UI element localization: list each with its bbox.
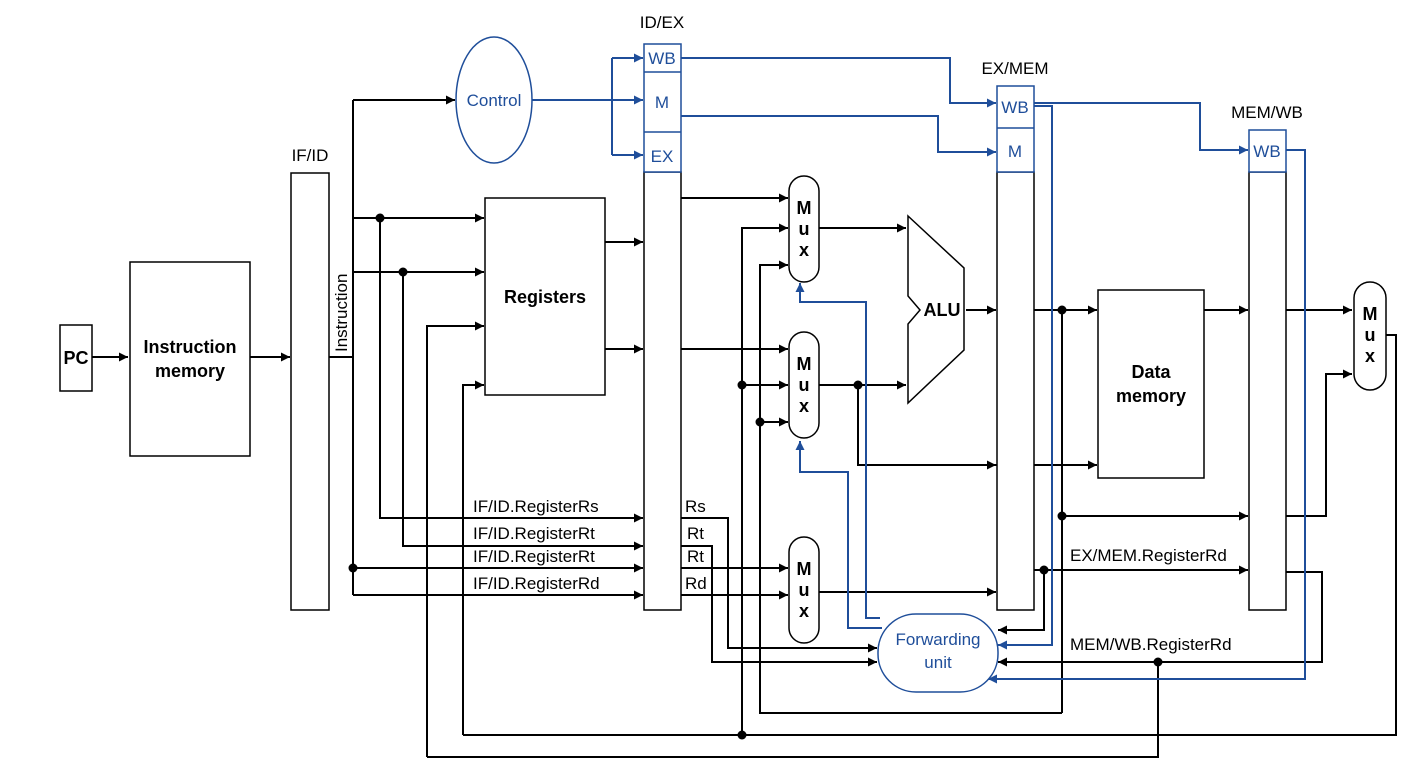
forwarding-unit-label-1: Forwarding <box>895 630 980 649</box>
control-unit <box>455 36 533 164</box>
ex-mem-label: EX/MEM <box>981 59 1048 78</box>
pc-label: PC <box>63 348 88 368</box>
data-memory-box <box>1097 289 1205 479</box>
svg-text:x: x <box>799 601 809 621</box>
instruction-memory-label-1: Instruction <box>144 337 237 357</box>
mem-wb-control-fields <box>1248 129 1287 173</box>
alu-label: ALU <box>924 300 961 320</box>
mux-wb-label: M u x <box>1363 304 1378 366</box>
if-id-register-rs-label: IF/ID.RegisterRs <box>473 497 599 516</box>
mux-rd <box>788 536 820 644</box>
mux-rd-label: M u x <box>797 559 812 621</box>
control-wires <box>532 53 1306 684</box>
mem-wb-register <box>1248 171 1287 611</box>
forwarding-unit-label-2: unit <box>924 653 952 672</box>
svg-text:u: u <box>799 580 810 600</box>
if-id-register-rt-label-2: IF/ID.RegisterRt <box>473 547 595 566</box>
if-id-register-rt-label-1: IF/ID.RegisterRt <box>473 524 595 543</box>
forwarding-unit <box>877 613 999 693</box>
ex-mem-register-rd-label: EX/MEM.RegisterRd <box>1070 546 1227 565</box>
id-ex-control-fields <box>643 43 682 173</box>
id-ex-wb-field: WB <box>648 49 675 68</box>
if-id-register-rd-label: IF/ID.RegisterRd <box>473 574 600 593</box>
svg-text:M: M <box>797 198 812 218</box>
pc-box <box>59 324 93 392</box>
svg-text:M: M <box>797 354 812 374</box>
ex-mem-wb-field: WB <box>1001 98 1028 117</box>
svg-text:M: M <box>797 559 812 579</box>
ex-mem-m-field: M <box>1008 142 1022 161</box>
svg-text:M: M <box>1363 304 1378 324</box>
id-ex-m-field: M <box>655 93 669 112</box>
mux-wb <box>1353 281 1387 391</box>
control-label: Control <box>467 91 522 110</box>
instruction-label: Instruction <box>332 274 351 352</box>
data-memory-label-1: Data <box>1131 362 1171 382</box>
alu-shape <box>907 214 965 405</box>
mux-a <box>788 175 820 283</box>
rs-label: Rs <box>685 497 706 516</box>
mux-b-label: M u x <box>797 354 812 416</box>
svg-text:x: x <box>1365 346 1375 366</box>
if-id-label: IF/ID <box>292 146 329 165</box>
registers-label: Registers <box>504 287 586 307</box>
rd-label: Rd <box>685 574 707 593</box>
svg-text:u: u <box>1365 325 1376 345</box>
id-ex-register <box>643 171 682 611</box>
instruction-memory-box <box>129 261 251 457</box>
mem-wb-register-rd-label: MEM/WB.RegisterRd <box>1070 635 1232 654</box>
svg-text:x: x <box>799 396 809 416</box>
svg-text:u: u <box>799 375 810 395</box>
svg-text:u: u <box>799 219 810 239</box>
if-id-register <box>290 172 330 611</box>
mux-a-label: M u x <box>797 198 812 260</box>
mem-wb-wb-field: WB <box>1253 142 1280 161</box>
mem-wb-label: MEM/WB <box>1231 103 1303 122</box>
rt-label-1: Rt <box>687 524 704 543</box>
registers-box <box>484 197 606 396</box>
ex-mem-register <box>996 171 1035 611</box>
id-ex-label: ID/EX <box>640 13 684 32</box>
instruction-memory-label-2: memory <box>155 361 225 381</box>
rt-label-2: Rt <box>687 547 704 566</box>
id-ex-ex-field: EX <box>651 147 674 166</box>
mux-b <box>788 331 820 439</box>
svg-text:x: x <box>799 240 809 260</box>
ex-mem-control-fields <box>996 85 1035 173</box>
data-memory-label-2: memory <box>1116 386 1186 406</box>
wire-junctions <box>348 213 1163 740</box>
